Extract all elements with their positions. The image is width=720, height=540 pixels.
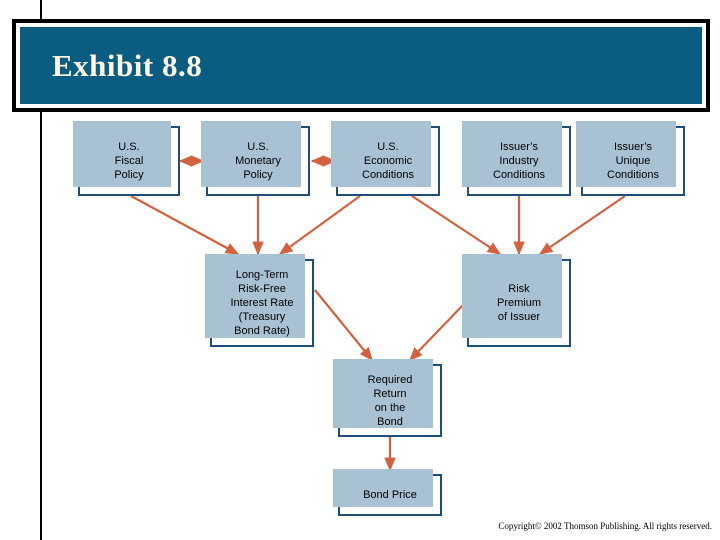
title-banner: Exhibit 8.8 xyxy=(12,19,710,112)
node-us-fiscal-policy[interactable]: U.S. Fiscal Policy xyxy=(73,121,180,196)
node-us-economic-conditions[interactable]: U.S. Economic Conditions xyxy=(331,121,440,196)
node-label: U.S. Fiscal Policy xyxy=(114,141,144,181)
node-label: U.S. Monetary Policy xyxy=(235,141,281,181)
node-label: Required Return on the Bond xyxy=(367,373,413,428)
edge-fiscal-riskfree xyxy=(130,195,240,255)
node-us-monetary-policy[interactable]: U.S. Monetary Policy xyxy=(201,121,310,196)
node-label: U.S. Economic Conditions xyxy=(362,141,414,181)
node-label: Issuer’s Unique Conditions xyxy=(607,141,659,181)
edge-economic-premium xyxy=(411,195,502,255)
node-risk-premium-of-issuer[interactable]: Risk Premium of Issuer xyxy=(462,254,571,347)
node-label: Long-Term Risk-Free Interest Rate (Treas… xyxy=(230,269,294,337)
node-required-return-on-the-bond[interactable]: Required Return on the Bond xyxy=(333,359,442,437)
node-long-term-risk-free-rate[interactable]: Long-Term Risk-Free Interest Rate (Treas… xyxy=(205,254,314,347)
edge-riskfree-required xyxy=(314,289,373,362)
copyright-notice: Copyright© 2002 Thomson Publishing. All … xyxy=(498,521,712,531)
title-banner-fill xyxy=(20,27,702,104)
node-label: Issuer’s Industry Conditions xyxy=(493,141,545,181)
left-vertical-rule xyxy=(40,0,42,540)
node-bond-price[interactable]: Bond Price xyxy=(333,469,442,516)
node-label: Risk Premium of Issuer xyxy=(496,283,541,323)
node-label: Bond Price xyxy=(363,489,417,501)
edge-economic-riskfree xyxy=(278,195,361,255)
edge-premium-required xyxy=(409,301,467,361)
page-title: Exhibit 8.8 xyxy=(52,47,203,83)
node-issuers-industry-conditions[interactable]: Issuer’s Industry Conditions xyxy=(462,121,571,196)
node-issuers-unique-conditions[interactable]: Issuer’s Unique Conditions xyxy=(576,121,685,196)
edge-unique-premium xyxy=(538,195,626,255)
